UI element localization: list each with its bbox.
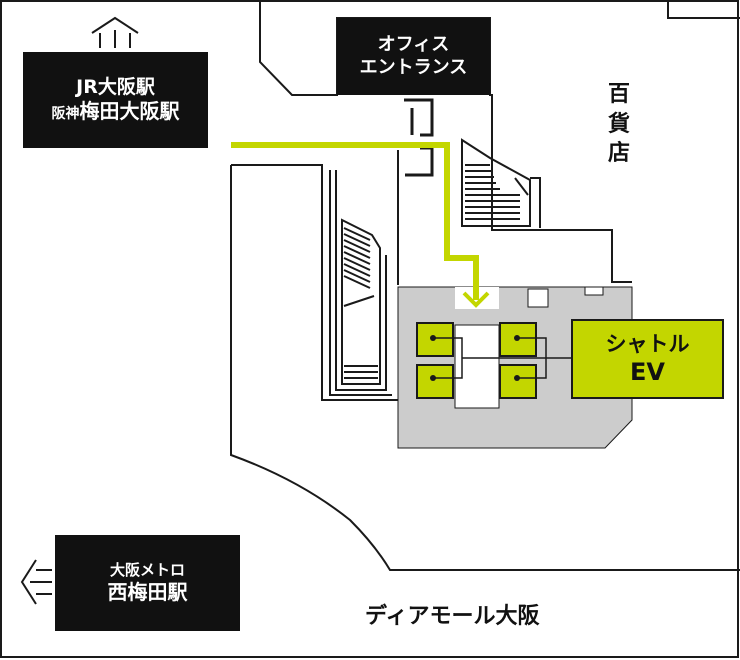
- metro-station-label: 大阪メトロ 西梅田駅: [55, 535, 240, 631]
- dept-store-char-1: 百: [608, 82, 631, 107]
- elevator-car-4: [499, 364, 537, 399]
- stair-block-left: [329, 170, 392, 396]
- hanshin-station-row: 阪神梅田大阪駅: [52, 99, 180, 124]
- department-store-label: 百 貨 店: [608, 80, 630, 169]
- hall-pillar: [527, 288, 549, 308]
- office-entrance-label: オフィス エントランス: [337, 18, 490, 95]
- hanshin-prefix: 阪神: [51, 106, 80, 123]
- corridor-wall-inner: [231, 164, 398, 401]
- elevator-car-2: [416, 364, 454, 399]
- elevator-dots: [430, 335, 520, 381]
- metro-line-name: 大阪メトロ: [109, 561, 185, 580]
- shuttle-ev-label: シャトル EV: [571, 319, 724, 399]
- office-entrance-line2: エントランス: [359, 56, 468, 78]
- shuttle-ev-line1: シャトル: [605, 331, 690, 356]
- stair-block-right: [461, 138, 541, 228]
- entrance-walls: [404, 98, 434, 177]
- dept-wall-top: [667, 2, 740, 19]
- dept-store-char-3: 店: [608, 141, 631, 167]
- dia-mall-label: ディアモール大阪: [365, 604, 540, 629]
- corridor-wall-left: [230, 165, 740, 571]
- elevator-leader-lines: [433, 337, 572, 379]
- elevator-cars: [416, 322, 537, 399]
- jr-hanshin-station-label: JR大阪駅 阪神梅田大阪駅: [23, 52, 208, 148]
- metro-station-name: 西梅田駅: [107, 579, 188, 604]
- dept-wall-lower: [491, 178, 632, 283]
- jr-station-name: JR大阪駅: [76, 75, 155, 98]
- office-entrance-line1: オフィス: [377, 34, 450, 55]
- shuttle-ev-line2: EV: [630, 358, 665, 387]
- hanshin-station-name: 梅田大阪駅: [79, 99, 180, 124]
- arrow-left-icon: [20, 559, 52, 605]
- arrow-up-icon: [91, 16, 139, 48]
- hall-notch-right: [584, 286, 604, 296]
- dept-store-char-2: 貨: [608, 111, 631, 137]
- route-arrow-icon: [231, 142, 490, 308]
